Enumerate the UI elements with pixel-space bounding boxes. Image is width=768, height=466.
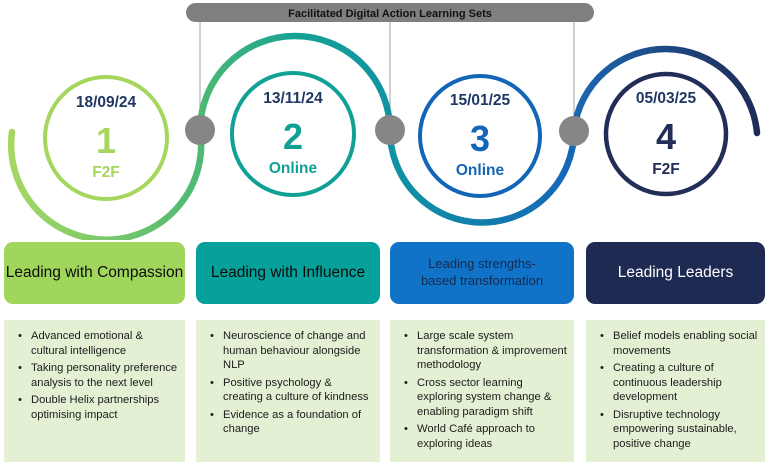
header-label: Leading strengths-based transformation	[420, 256, 544, 288]
bullet-item: World Café approach to exploring ideas	[404, 422, 568, 451]
bullet-list-1: Advanced emotional & cultural intelligen…	[12, 329, 179, 422]
banner-bar	[186, 3, 594, 22]
header-leading-with-compassion: Leading with Compassion	[4, 242, 185, 304]
content-panel-4: Belief models enabling social movements …	[586, 320, 765, 462]
bullet-item: Large scale system transformation & impr…	[404, 329, 568, 373]
session-1-mode: F2F	[92, 164, 120, 181]
banner-title: Facilitated Digital Action Learning Sets	[288, 8, 492, 20]
session-4-number: 4	[656, 116, 676, 157]
bullet-item: Disruptive technology empowering sustain…	[600, 408, 759, 452]
bullet-list-3: Large scale system transformation & impr…	[398, 329, 568, 452]
timeline-graphic: Facilitated Digital Action Learning Sets…	[7, 3, 761, 240]
bullet-item: Neuroscience of change and human behavio…	[210, 329, 374, 373]
bullet-item: Double Helix partnerships optimising imp…	[18, 393, 179, 422]
session-2-number: 2	[283, 116, 303, 157]
session-4-mode: F2F	[652, 161, 680, 178]
content-panel-1: Advanced emotional & cultural intelligen…	[4, 320, 185, 462]
milestone-dot-3	[559, 116, 589, 146]
session-ring-4	[603, 71, 729, 197]
bullet-item: Positive psychology & creating a culture…	[210, 376, 374, 405]
header-leading-leaders: Leading Leaders	[586, 242, 765, 304]
curve-segment-2	[196, 32, 394, 135]
curve-segment-4	[570, 45, 761, 137]
session-3-mode: Online	[456, 162, 505, 179]
session-1-number: 1	[96, 120, 116, 161]
session-ring-1	[43, 75, 169, 201]
session-3-number: 3	[470, 118, 490, 159]
bullet-item: Evidence as a foundation of change	[210, 408, 374, 437]
header-label: Leading with Influence	[210, 263, 366, 281]
bullet-item: Advanced emotional & cultural intelligen…	[18, 329, 179, 358]
session-ring-2	[230, 71, 356, 197]
curve-segment-1	[7, 126, 205, 240]
content-panel-2: Neuroscience of change and human behavio…	[196, 320, 380, 462]
curve-segment-3	[386, 126, 578, 226]
bullet-list-4: Belief models enabling social movements …	[594, 329, 759, 452]
session-2-date: 13/11/24	[263, 90, 323, 107]
bullet-list-2: Neuroscience of change and human behavio…	[204, 329, 374, 437]
milestone-dot-2	[375, 115, 405, 145]
header-label: Leading Leaders	[617, 263, 734, 281]
milestone-dot-1	[185, 115, 215, 145]
session-3-date: 15/01/25	[450, 92, 511, 109]
header-leading-strengths-based-transformation: Leading strengths-based transformation	[390, 242, 574, 304]
bullet-item: Cross sector learning exploring system c…	[404, 376, 568, 420]
session-1-date: 18/09/24	[76, 94, 137, 111]
header-leading-with-influence: Leading with Influence	[196, 242, 380, 304]
session-ring-3	[418, 74, 542, 198]
bullet-item: Belief models enabling social movements	[600, 329, 759, 358]
content-panel-3: Large scale system transformation & impr…	[390, 320, 574, 462]
session-2-mode: Online	[269, 160, 318, 177]
session-4-date: 05/03/25	[636, 90, 697, 107]
bullet-item: Taking personality preference analysis t…	[18, 361, 179, 390]
bullet-item: Creating a culture of continuous leaders…	[600, 361, 759, 405]
header-label: Leading with Compassion	[5, 263, 184, 281]
